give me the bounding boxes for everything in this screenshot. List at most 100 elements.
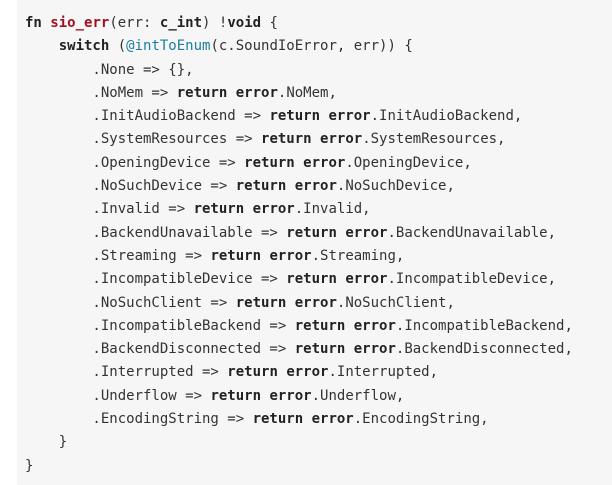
- code-token: .Streaming,: [311, 247, 405, 264]
- code-token: .InitAudioBackend =>: [25, 108, 270, 125]
- keyword-token: return: [261, 131, 312, 148]
- keyword-token: return: [252, 411, 304, 428]
- keyword-token: error: [294, 294, 337, 311]
- keyword-token: return: [269, 108, 321, 125]
- builtin-token: @intToEnum: [126, 38, 211, 55]
- code-token: .SystemResources =>: [25, 131, 262, 148]
- code-token: .Invalid,: [294, 201, 371, 218]
- keyword-token: error: [311, 411, 354, 428]
- code-line: .Invalid => return error.Invalid,: [25, 198, 573, 221]
- keyword-token: return: [294, 317, 346, 334]
- code-token: .SystemResources,: [362, 131, 506, 148]
- keyword-token: return: [210, 387, 262, 404]
- code-token: [312, 131, 320, 147]
- code-line: .Underflow => return error.Underflow,: [25, 385, 573, 408]
- code-token: .Invalid =>: [25, 201, 194, 218]
- keyword-token: fn: [25, 15, 42, 31]
- code-token: .BackendDisconnected,: [395, 341, 573, 358]
- keyword-token: error: [345, 271, 388, 288]
- keyword-token: switch: [58, 38, 110, 55]
- keyword-token: error: [328, 108, 371, 125]
- code-line: .NoSuchDevice => return error.NoSuchDevi…: [25, 175, 573, 198]
- code-token: .NoMem =>: [25, 84, 177, 101]
- code-token: ) !: [202, 15, 228, 31]
- keyword-token: error: [269, 387, 312, 404]
- keyword-token: error: [353, 341, 396, 358]
- keyword-token: error: [252, 201, 295, 218]
- keyword-token: return: [235, 294, 287, 311]
- code-token: [25, 38, 59, 54]
- code-token: .EncodingString,: [353, 411, 489, 428]
- keyword-token: return: [235, 178, 287, 195]
- keyword-token: error: [303, 154, 346, 171]
- code-token: [286, 178, 294, 194]
- code-line: switch (@intToEnum(c.SoundIoError, err))…: [25, 35, 573, 58]
- code-token: (c.SoundIoError, err)) {: [210, 38, 413, 55]
- keyword-token: error: [353, 317, 396, 334]
- code-token: .IncompatibleBackend =>: [25, 317, 295, 334]
- keyword-token: return: [227, 364, 278, 381]
- code-line: .EncodingString => return error.Encoding…: [25, 408, 573, 431]
- code-token: .NoSuchClient =>: [25, 294, 236, 311]
- keyword-token: return: [286, 224, 337, 241]
- code-token: [345, 341, 353, 357]
- code-token: [244, 201, 252, 217]
- code-line: .NoMem => return error.NoMem,: [25, 82, 573, 105]
- code-token: (: [109, 38, 127, 55]
- keyword-token: return: [294, 341, 346, 358]
- code-token: [286, 295, 294, 311]
- code-token: [345, 318, 353, 334]
- code-line: fn sio_err(err: c_int) !void {: [25, 12, 573, 35]
- code-token: [227, 85, 235, 101]
- code-line: .SystemResources => return error.SystemR…: [25, 128, 573, 151]
- code-line: .InitAudioBackend => return error.InitAu…: [25, 105, 573, 128]
- code-token: }: [25, 434, 68, 451]
- keyword-token: void: [227, 15, 262, 31]
- code-token: .InitAudioBackend,: [370, 108, 523, 125]
- code-token: .NoSuchClient,: [336, 294, 455, 311]
- keyword-token: error: [294, 178, 337, 195]
- code-token: .OpeningDevice,: [345, 154, 472, 171]
- code-token: .EncodingString =>: [25, 411, 253, 428]
- code-token: .Underflow =>: [25, 387, 211, 404]
- code-token: .IncompatibleDevice,: [387, 271, 557, 288]
- code-token: .BackendDisconnected =>: [25, 341, 295, 358]
- code-line: .None => {},: [25, 59, 573, 82]
- code-token: .Interrupted =>: [25, 364, 228, 381]
- code-content: fn sio_err(err: c_int) !void { switch (@…: [25, 12, 573, 478]
- keyword-token: return: [210, 247, 262, 264]
- code-token: .Underflow,: [311, 387, 405, 404]
- code-line: .NoSuchClient => return error.NoSuchClie…: [25, 292, 573, 315]
- code-block: fn sio_err(err: c_int) !void { switch (@…: [17, 0, 612, 485]
- keyword-token: error: [235, 84, 278, 101]
- keyword-token: error: [286, 364, 329, 381]
- code-line: }: [25, 431, 573, 454]
- code-token: .BackendUnavailable,: [387, 224, 557, 241]
- code-token: .Interrupted,: [328, 364, 439, 381]
- code-line: .Interrupted => return error.Interrupted…: [25, 361, 573, 384]
- code-token: .NoSuchDevice =>: [25, 178, 236, 195]
- keyword-token: return: [176, 84, 228, 101]
- code-line: .Streaming => return error.Streaming,: [25, 245, 573, 268]
- code-token: (err:: [109, 15, 160, 31]
- keyword-token: error: [269, 247, 312, 264]
- code-line: .IncompatibleDevice => return error.Inco…: [25, 268, 573, 291]
- keyword-token: return: [193, 201, 245, 218]
- keyword-token: error: [345, 224, 388, 241]
- code-line: .BackendDisconnected => return error.Bac…: [25, 338, 573, 361]
- code-line: }: [25, 455, 573, 478]
- keyword-token: return: [244, 154, 295, 171]
- code-token: [295, 155, 303, 171]
- keyword-token: return: [286, 271, 337, 288]
- code-token: .BackendUnavailable =>: [25, 224, 287, 241]
- code-token: .OpeningDevice =>: [25, 154, 245, 171]
- code-token: .NoSuchDevice,: [336, 178, 455, 195]
- keyword-token: error: [320, 131, 363, 148]
- code-token: .IncompatibleBackend,: [395, 317, 573, 334]
- code-line: .BackendUnavailable => return error.Back…: [25, 222, 573, 245]
- function-name-token: sio_err: [50, 15, 110, 31]
- code-line: .OpeningDevice => return error.OpeningDe…: [25, 152, 573, 175]
- code-token: }: [25, 457, 34, 474]
- code-token: .NoMem,: [277, 84, 337, 101]
- code-token: {: [261, 15, 278, 31]
